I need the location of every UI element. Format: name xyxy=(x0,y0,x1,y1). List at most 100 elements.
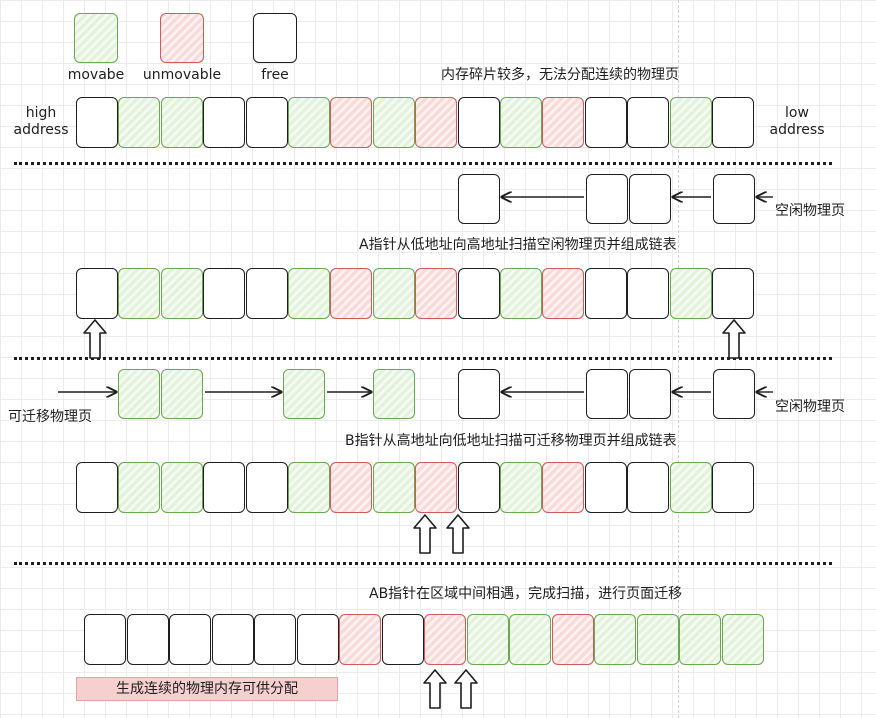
memory-page-free xyxy=(457,268,500,319)
memory-page-free xyxy=(84,614,126,665)
low-address-label: low address xyxy=(769,105,825,138)
memory-page-unmovable xyxy=(415,462,458,513)
memory-page-free xyxy=(245,462,288,513)
memory-page-movable xyxy=(160,462,203,513)
memory-page-free xyxy=(627,97,670,148)
memory-page-unmovable xyxy=(415,268,458,319)
memory-page-movable xyxy=(500,97,542,148)
memory-page-free xyxy=(627,462,670,513)
scan-pointer-arrow xyxy=(423,669,447,709)
memory-page-movable xyxy=(466,614,509,665)
memory-page-free xyxy=(203,268,246,319)
memory-page-free xyxy=(381,614,424,665)
legend-free-swatch xyxy=(253,13,297,63)
memory-page-free xyxy=(245,97,288,148)
memory-page-free xyxy=(584,462,627,513)
memory-page-free xyxy=(203,462,246,513)
memory-page-movable xyxy=(118,268,161,319)
memory-page-unmovable xyxy=(542,97,585,148)
step-a-description: A指针从低地址向高地址扫描空闲物理页并组成链表 xyxy=(359,237,677,253)
memory-page-free xyxy=(627,268,670,319)
memory-page-movable xyxy=(509,614,551,665)
fragmentation-note: 内存碎片较多，无法分配连续的物理页 xyxy=(441,67,679,83)
scan-pointer-arrow xyxy=(413,514,437,554)
memory-page-movable xyxy=(288,462,330,513)
legend-unmovable-label: unmovable xyxy=(142,67,222,83)
memory-page-movable xyxy=(594,614,636,665)
memory-page-movable xyxy=(500,268,542,319)
memory-page-unmovable xyxy=(330,97,373,148)
memory-page-movable xyxy=(669,97,712,148)
memory-page-movable xyxy=(669,268,712,319)
legend-movable-label: movabe xyxy=(67,67,125,83)
movable-list-page xyxy=(373,369,415,419)
memory-page-unmovable xyxy=(551,614,594,665)
memory-page-free xyxy=(169,614,211,665)
memory-page-free xyxy=(584,268,627,319)
scan-pointer-arrow xyxy=(722,319,746,359)
memory-page-free xyxy=(712,462,754,513)
memory-page-movable xyxy=(118,97,161,148)
memory-page-unmovable xyxy=(542,268,585,319)
memory-page-movable xyxy=(288,97,330,148)
legend-movable-swatch xyxy=(74,13,118,63)
section-divider xyxy=(14,562,832,565)
free-pages-label: 空闲物理页 xyxy=(775,399,845,415)
step-ab-description: AB指针在区域中间相遇，完成扫描，进行页面迁移 xyxy=(369,586,683,602)
step-b-description: B指针从高地址向低地址扫描可迁移物理页并组成链表 xyxy=(345,433,677,449)
memory-page-free xyxy=(76,97,118,148)
memory-page-free xyxy=(254,614,296,665)
free-list-page xyxy=(629,174,671,224)
legend-unmovable-swatch xyxy=(160,13,204,63)
memory-page-movable xyxy=(288,268,330,319)
memory-page-movable xyxy=(679,614,721,665)
movable-list-page xyxy=(161,369,203,419)
memory-page-free xyxy=(76,462,118,513)
memory-page-free xyxy=(457,462,500,513)
memory-page-free xyxy=(584,97,627,148)
section-divider xyxy=(14,357,832,360)
memory-page-free xyxy=(245,268,288,319)
memory-page-unmovable xyxy=(330,268,373,319)
free-pages-label: 空闲物理页 xyxy=(775,203,845,219)
memory-page-movable xyxy=(669,462,712,513)
movable-list-page xyxy=(283,369,325,419)
memory-page-unmovable xyxy=(415,97,458,148)
memory-page-unmovable xyxy=(424,614,466,665)
scan-pointer-arrow xyxy=(454,669,478,709)
memory-page-unmovable xyxy=(542,462,585,513)
memory-page-movable xyxy=(160,268,203,319)
memory-page-movable xyxy=(500,462,542,513)
memory-page-movable xyxy=(118,462,161,513)
memory-page-free xyxy=(712,97,754,148)
free-list-page xyxy=(713,369,755,419)
movable-list-page xyxy=(118,369,160,419)
free-list-page xyxy=(629,369,671,419)
free-list-page xyxy=(713,174,755,224)
memory-page-free xyxy=(76,268,118,319)
memory-page-movable xyxy=(372,268,415,319)
memory-page-free xyxy=(126,614,169,665)
section-divider xyxy=(14,162,832,165)
memory-page-free xyxy=(457,97,500,148)
memory-page-free xyxy=(712,268,754,319)
free-list-page xyxy=(586,369,628,419)
free-list-page xyxy=(458,369,500,419)
memory-page-movable xyxy=(372,97,415,148)
memory-page-movable xyxy=(372,462,415,513)
scan-pointer-arrow xyxy=(83,319,107,359)
memory-page-movable xyxy=(160,97,203,148)
free-list-page xyxy=(586,174,628,224)
memory-page-unmovable xyxy=(339,614,381,665)
memory-page-free xyxy=(296,614,339,665)
memory-page-free xyxy=(203,97,246,148)
memory-page-free xyxy=(211,614,254,665)
result-label: 生成连续的物理内存可供分配 xyxy=(76,677,338,701)
legend-free-label: free xyxy=(261,67,289,83)
memory-page-unmovable xyxy=(330,462,373,513)
movable-pages-label: 可迁移物理页 xyxy=(8,409,92,425)
free-list-page xyxy=(458,174,500,224)
memory-page-movable xyxy=(636,614,679,665)
high-address-label: high address xyxy=(13,105,69,138)
